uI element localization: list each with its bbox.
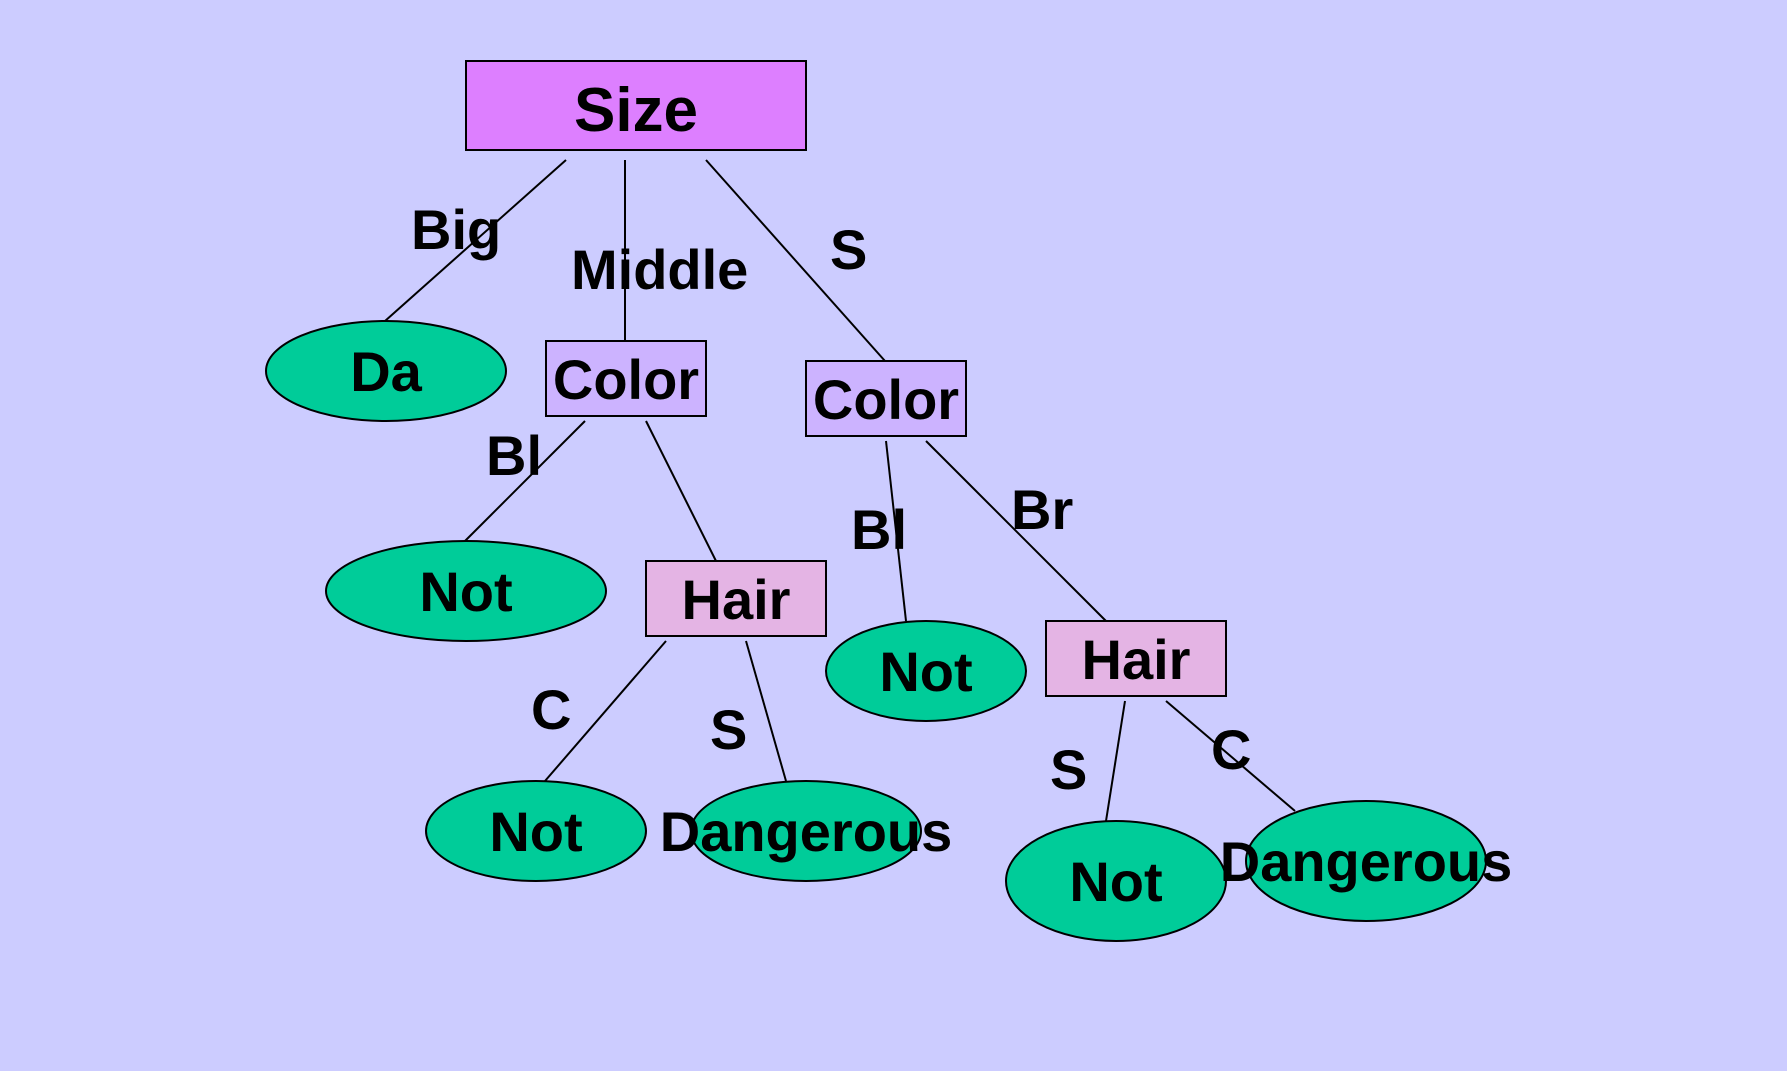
leaf-node-dangerous-2-label: Dangerous: [1220, 830, 1513, 893]
leaf-node-not-2: Not: [425, 780, 647, 882]
leaf-node-not-3-label: Not: [879, 640, 972, 703]
leaf-node-not-3: Not: [825, 620, 1027, 722]
connector-hair-middle-not-2: [544, 640, 667, 782]
connector-color-middle-not-1: [464, 420, 586, 542]
hair-node-middle-label: Hair: [682, 568, 791, 631]
leaf-node-da-label: Da: [350, 340, 422, 403]
color-node-small-label: Color: [813, 368, 959, 431]
connector-size-da: [384, 159, 567, 322]
edge-label-big: Big: [411, 198, 501, 261]
root-node-label: Size: [574, 76, 698, 145]
edge-label-bl-2: Bl: [851, 498, 907, 561]
connector-color-small-not-3: [885, 440, 907, 622]
connector-color-middle-hair: [645, 420, 727, 582]
hair-node-middle: Hair: [645, 560, 827, 637]
connector-hair-small-not-4: [1105, 700, 1126, 822]
leaf-node-not-2-label: Not: [489, 800, 582, 863]
color-node-middle-label: Color: [553, 348, 699, 411]
leaf-node-dangerous-1-label: Dangerous: [660, 800, 953, 863]
connector-size-color-small: [705, 159, 886, 362]
leaf-node-da: Da: [265, 320, 507, 422]
edge-label-small: S: [830, 218, 867, 281]
leaf-node-dangerous-2: Dangerous: [1220, 800, 1513, 922]
connector-hair-small-dangerous: [1165, 700, 1296, 812]
edge-label-br: Br: [1011, 478, 1073, 541]
connector-hair-middle-dangerous: [745, 640, 787, 782]
connector-lines: [384, 159, 1296, 822]
hair-node-small-label: Hair: [1082, 628, 1191, 691]
edge-label-bl-1: Bl: [486, 424, 542, 487]
edge-label-s-1: S: [710, 698, 747, 761]
leaf-node-dangerous-1: Dangerous: [660, 780, 953, 882]
root-node: Size: [465, 60, 807, 151]
leaf-node-not-4-label: Not: [1069, 850, 1162, 913]
leaf-node-not-1-label: Not: [419, 560, 512, 623]
leaf-node-not-4: Not: [1005, 820, 1227, 942]
leaf-node-not-1: Not: [325, 540, 607, 642]
color-node-small: Color: [805, 360, 967, 437]
hair-node-small: Hair: [1045, 620, 1227, 697]
edge-label-c-2: C: [1211, 718, 1251, 781]
edge-label-s-2: S: [1050, 738, 1087, 801]
color-node-middle: Color: [545, 340, 707, 417]
edge-label-c-1: C: [531, 678, 571, 741]
connector-color-small-hair: [925, 440, 1107, 622]
edge-label-middle: Middle: [571, 238, 748, 301]
